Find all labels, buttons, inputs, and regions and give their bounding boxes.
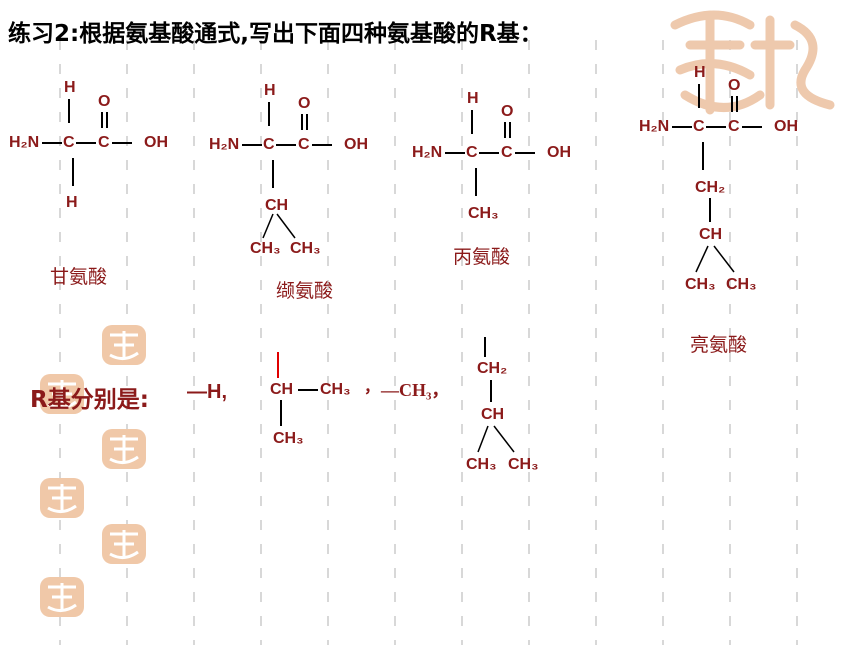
bond — [306, 114, 308, 130]
bond — [477, 425, 515, 453]
atom-c: C — [728, 118, 740, 135]
answer-label: R基分别是: — [30, 387, 149, 413]
atom-c: C — [693, 118, 705, 135]
atom-c: C — [98, 134, 110, 151]
label-alanine: 丙氨酸 — [453, 246, 511, 268]
bond — [272, 160, 274, 188]
bond — [504, 122, 506, 138]
page-title: 练习2:根据氨基酸通式,写出下面四种氨基酸的R基： — [8, 21, 543, 47]
answer-r-alanine: —CH₃， — [381, 380, 450, 400]
atom-ch: CH — [481, 406, 505, 423]
atom-c: C — [466, 144, 478, 161]
atom-ch: CH — [699, 226, 723, 243]
bond — [672, 126, 692, 128]
bond — [731, 96, 733, 112]
bond — [509, 122, 511, 138]
label-glycine: 甘氨酸 — [50, 266, 108, 288]
atom-ch3: CH₃ — [685, 276, 716, 293]
stamp-icon — [102, 325, 146, 365]
stamp-icon — [40, 374, 84, 414]
stamp-icon — [670, 10, 835, 115]
bond — [695, 245, 735, 273]
answer-separator: ， — [364, 379, 381, 396]
bond — [742, 126, 762, 128]
atom-h: H — [467, 90, 479, 107]
atom-amino: H₂N — [9, 134, 40, 151]
atom-o: O — [98, 93, 111, 110]
bond — [106, 112, 108, 128]
bond — [268, 102, 270, 126]
atom-ch3: CH₃ — [726, 276, 757, 293]
bond — [484, 337, 486, 357]
atom-o: O — [298, 95, 311, 112]
bond — [112, 142, 132, 144]
atom-c: C — [63, 134, 75, 151]
bond — [68, 99, 70, 123]
label-leucine: 亮氨酸 — [690, 334, 748, 356]
atom-ch3: CH₃ — [250, 240, 281, 257]
bond — [76, 142, 96, 144]
atom-ch3: CH₃ — [466, 456, 497, 473]
stamp-icon — [40, 577, 84, 617]
atom-c: C — [263, 136, 275, 153]
bond — [445, 152, 465, 154]
atom-h: H — [66, 194, 78, 211]
atom-oh: OH — [547, 144, 571, 161]
stamp-icon — [40, 478, 84, 518]
atom-ch: CH — [270, 381, 294, 398]
atom-h: H — [264, 82, 276, 99]
bond — [280, 400, 282, 426]
bond — [471, 110, 473, 134]
atom-h: H — [64, 79, 76, 96]
stamp-icon — [102, 429, 146, 469]
bond — [312, 144, 332, 146]
atom-ch: CH — [265, 197, 289, 214]
atom-ch3: CH₃ — [508, 456, 539, 473]
bond — [72, 158, 74, 186]
bond — [702, 142, 704, 170]
atom-c: C — [298, 136, 310, 153]
atom-ch3: CH₃ — [468, 205, 499, 222]
bond — [101, 112, 103, 128]
atom-oh: OH — [774, 118, 798, 135]
atom-c: C — [501, 144, 513, 161]
bond — [736, 96, 738, 112]
bond — [262, 213, 296, 239]
atom-oh: OH — [344, 136, 368, 153]
bond — [298, 389, 318, 391]
label-valine: 缬氨酸 — [276, 280, 334, 302]
atom-ch2: CH₂ — [477, 360, 508, 377]
atom-h: H — [694, 64, 706, 81]
bond — [276, 144, 296, 146]
atom-amino: H₂N — [209, 136, 240, 153]
atom-ch2: CH₂ — [695, 179, 726, 196]
atom-ch3: CH₃ — [320, 381, 351, 398]
bond — [475, 168, 477, 196]
bond — [698, 84, 700, 108]
bond — [479, 152, 499, 154]
atom-o: O — [501, 103, 514, 120]
atom-amino: H₂N — [412, 144, 443, 161]
atom-amino: H₂N — [639, 118, 670, 135]
bond — [301, 114, 303, 130]
bond — [242, 144, 262, 146]
answer-r-glycine: —H, — [187, 381, 227, 403]
bond — [277, 352, 279, 378]
bond — [706, 126, 726, 128]
bond — [515, 152, 535, 154]
bond — [42, 142, 62, 144]
atom-ch3: CH₃ — [273, 430, 304, 447]
atom-o: O — [728, 77, 741, 94]
atom-ch3: CH₃ — [290, 240, 321, 257]
bond — [490, 380, 492, 402]
stamp-icon — [102, 524, 146, 564]
atom-oh: OH — [144, 134, 168, 151]
bond — [709, 198, 711, 222]
